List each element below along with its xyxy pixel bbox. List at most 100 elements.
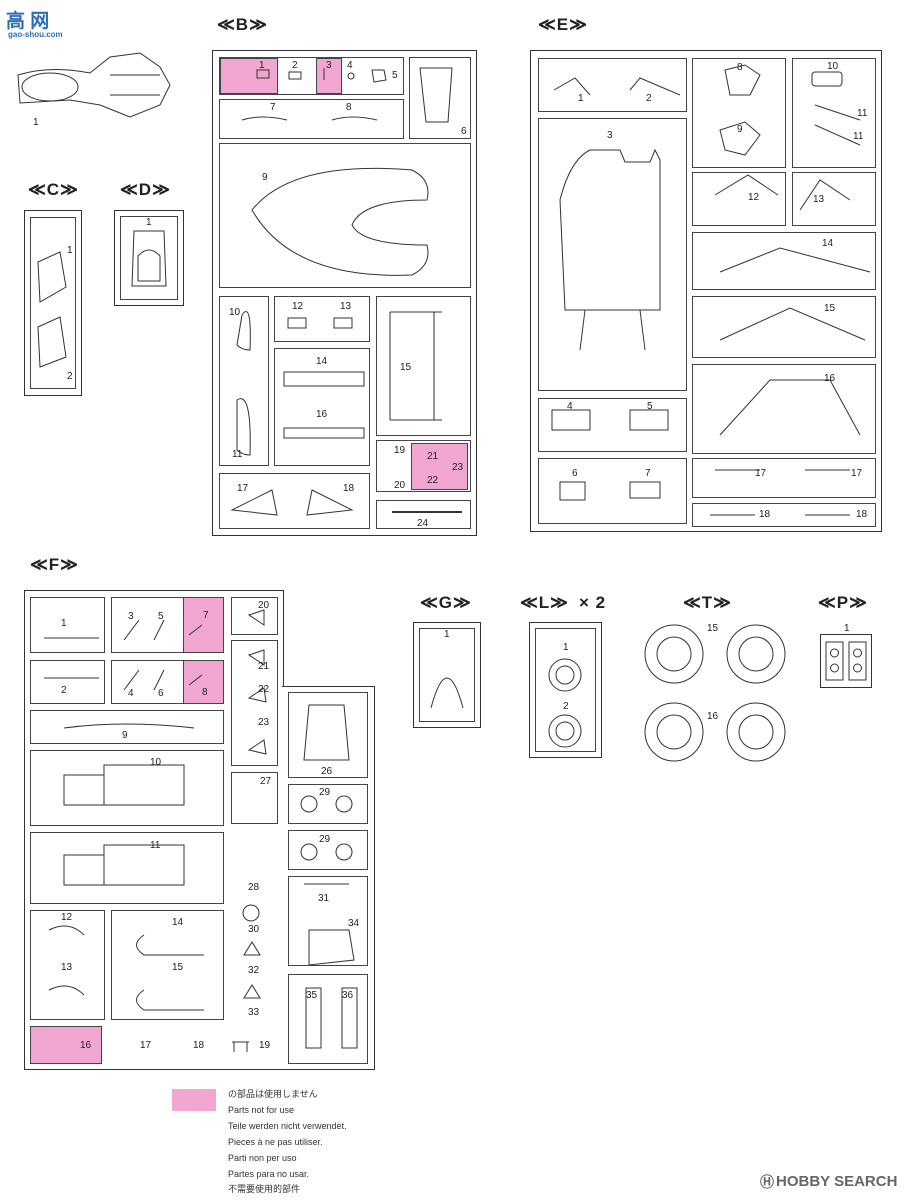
parts-drawings-b xyxy=(230,67,462,516)
part-number: 35 xyxy=(306,990,318,1001)
part-number: 36 xyxy=(342,990,354,1001)
part-number: 1 xyxy=(844,623,850,634)
parts-cell xyxy=(30,217,76,389)
parts-cell xyxy=(538,58,687,112)
parts-cell xyxy=(538,118,687,391)
part-number: 6 xyxy=(572,468,578,479)
sprue-c-frame xyxy=(24,210,82,396)
part-number: 13 xyxy=(61,962,73,973)
parts-drawings-f xyxy=(44,609,358,1052)
part-number: 27 xyxy=(260,776,272,787)
parts-cell xyxy=(692,58,786,168)
parts-cell xyxy=(30,597,105,653)
part-number: 13 xyxy=(340,301,352,312)
part-number: 24 xyxy=(417,518,429,529)
section-title-t: ≪T≫ xyxy=(683,593,732,612)
part-number: 1 xyxy=(146,217,152,228)
part-number: 14 xyxy=(822,238,834,249)
parts-cell xyxy=(120,216,178,300)
sprue-f-frame xyxy=(24,590,284,1070)
unused-part-highlight xyxy=(30,1026,102,1064)
part-number: 32 xyxy=(248,965,260,976)
part-number: 2 xyxy=(67,371,73,382)
part-number: 34 xyxy=(348,918,360,929)
parts-cell xyxy=(288,692,368,778)
part-number: 18 xyxy=(759,509,771,520)
legend-text-de: Teile werden nicht verwendet. xyxy=(228,1121,347,1131)
parts-cell xyxy=(692,232,876,290)
part-number: 18 xyxy=(856,509,868,520)
part-number: 2 xyxy=(563,701,569,712)
legend-text-ja: の部品は使用しません xyxy=(228,1089,318,1099)
part-number: 16 xyxy=(80,1040,92,1051)
part-number: 4 xyxy=(567,401,573,412)
part-number: 21 xyxy=(258,661,270,672)
parts-cell xyxy=(30,910,105,1020)
parts-drawings-p xyxy=(825,641,867,681)
part-number: 12 xyxy=(292,301,304,312)
parts-cell xyxy=(692,172,786,226)
unused-part-highlight xyxy=(183,597,224,653)
section-title-c: ≪C≫ xyxy=(28,180,79,199)
part-number: 19 xyxy=(259,1040,271,1051)
legend-text-it: Parti non per uso xyxy=(228,1153,297,1163)
part-number: 2 xyxy=(646,93,652,104)
part-number: 13 xyxy=(813,194,825,205)
parts-drawings-c xyxy=(37,251,67,368)
watermark-url: gao-shou.com xyxy=(8,30,63,39)
unused-part-highlight xyxy=(316,58,342,94)
parts-cell xyxy=(376,440,471,492)
parts-cell xyxy=(231,640,278,766)
part-number: 19 xyxy=(394,445,406,456)
section-title-g: ≪G≫ xyxy=(420,593,472,612)
part-number: 1 xyxy=(563,642,569,653)
part-number: 22 xyxy=(258,684,270,695)
parts-cell xyxy=(419,628,475,722)
part-number: 16 xyxy=(707,711,719,722)
part-number: 10 xyxy=(150,757,162,768)
parts-cell xyxy=(538,398,687,452)
part-number: 26 xyxy=(321,766,333,777)
part-number: 18 xyxy=(193,1040,205,1051)
parts-cell xyxy=(376,500,471,529)
legend-text-fr: Pieces à ne pas utiliser. xyxy=(228,1137,323,1147)
part-number: 3 xyxy=(326,60,332,71)
body-part-drawing xyxy=(17,52,171,118)
part-number: 15 xyxy=(707,623,719,634)
sprue-g-frame xyxy=(413,622,481,728)
part-number: 11 xyxy=(232,449,243,460)
unused-part-highlight xyxy=(411,443,468,490)
part-number: 6 xyxy=(158,688,164,699)
part-number: 10 xyxy=(827,61,839,72)
legend-text-es: Partes para no usar. xyxy=(228,1169,310,1179)
part-number: 11 xyxy=(853,131,864,142)
section-title-f: ≪F≫ xyxy=(30,555,79,574)
parts-cell xyxy=(231,772,278,824)
part-number: 1 xyxy=(61,618,67,629)
tires-drawing xyxy=(644,624,786,762)
watermark-logo: 高 网 xyxy=(6,11,50,32)
part-number: 17 xyxy=(851,468,863,479)
parts-cell xyxy=(692,364,876,454)
part-number: 12 xyxy=(748,192,760,203)
part-number: 23 xyxy=(258,717,270,728)
part-number: 3 xyxy=(607,130,613,141)
parts-cell xyxy=(288,784,368,824)
parts-drawings-d xyxy=(131,230,167,287)
watermark-hobbysearch: HOBBY SEARCH xyxy=(776,1173,898,1190)
parts-cell xyxy=(692,458,876,498)
parts-cell xyxy=(111,910,224,1020)
part-number: 20 xyxy=(258,600,270,611)
part-number: 12 xyxy=(61,912,73,923)
parts-cell xyxy=(30,660,105,704)
part-number: 2 xyxy=(292,60,298,71)
sprue-l-frame xyxy=(529,622,602,758)
parts-drawings-l xyxy=(548,658,582,748)
sprue-d-frame xyxy=(114,210,184,306)
parts-cell xyxy=(30,710,224,744)
legend-text-en: Parts not for use xyxy=(228,1105,295,1115)
part-number: 21 xyxy=(427,451,439,462)
part-number: 2 xyxy=(61,685,67,696)
parts-cell xyxy=(219,143,471,288)
parts-cell xyxy=(792,172,876,226)
